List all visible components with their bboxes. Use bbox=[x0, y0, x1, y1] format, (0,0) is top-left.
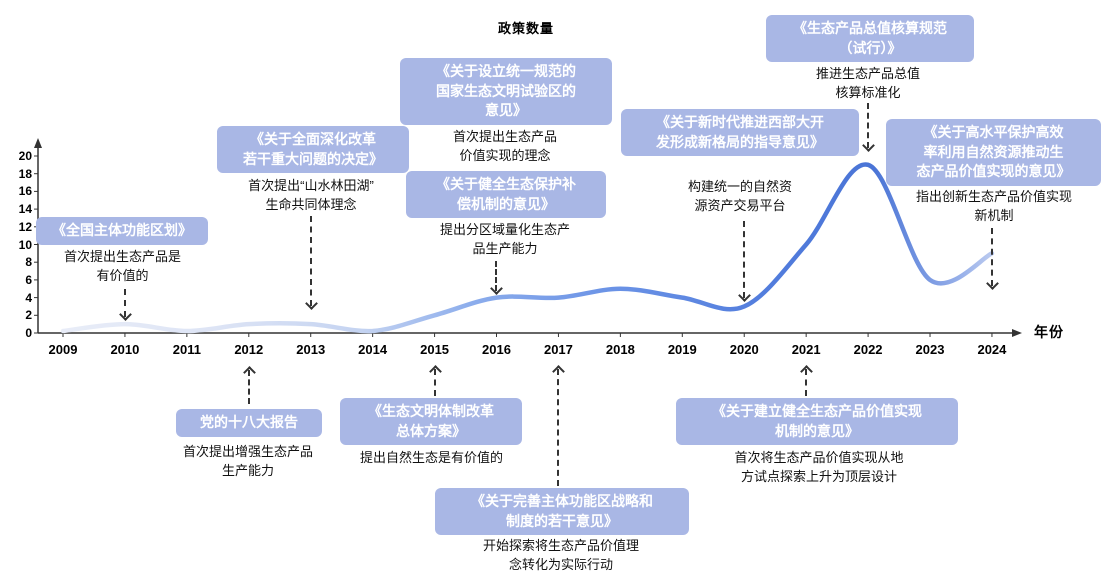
annotation-desc: 首次提出“山水林田湖” 生命共同体理念 bbox=[248, 178, 374, 212]
annotation-box: 党的十八大报告 bbox=[176, 409, 322, 437]
annotation-box: 《关于新时代推进西部大开 发形成新格局的指导意见》 bbox=[621, 109, 859, 157]
dashed-arrow-up-icon bbox=[805, 369, 807, 396]
x-tick-label: 2014 bbox=[358, 342, 388, 357]
annotation-box: 《生态产品总值核算规范 （试行）》 bbox=[766, 15, 974, 63]
x-tick-label: 2018 bbox=[605, 342, 635, 357]
annotation-desc: 首次提出生态产品是 有价值的 bbox=[63, 249, 181, 283]
x-tick-label: 2020 bbox=[729, 342, 759, 357]
dashed-arrow-up-icon bbox=[557, 369, 559, 486]
legend: 政策数量 bbox=[452, 18, 554, 37]
dashed-arrow-down-icon bbox=[867, 103, 869, 148]
y-axis-arrow-icon bbox=[34, 138, 42, 148]
y-tick-label: 12 bbox=[18, 219, 32, 234]
annotation-desc: 首次提出增强生态产品 生产能力 bbox=[182, 444, 313, 478]
y-tick-label: 2 bbox=[25, 308, 32, 323]
y-tick-label: 20 bbox=[18, 149, 32, 163]
dashed-arrow-down-icon bbox=[310, 216, 312, 306]
y-tick-label: 18 bbox=[18, 166, 32, 181]
annotation-desc: 指出创新生态产品价值实现 新机制 bbox=[915, 189, 1072, 223]
annotation-box: 《关于完善主体功能区战略和 制度的若干意见》 bbox=[435, 488, 689, 536]
y-tick-label: 6 bbox=[25, 272, 32, 287]
y-tick-label: 8 bbox=[25, 255, 32, 270]
annotation-box: 《关于设立统一规范的 国家生态文明试验区的 意见》 bbox=[400, 58, 612, 125]
annotation-desc: 提出自然生态是有价值的 bbox=[359, 450, 503, 465]
x-tick-label: 2022 bbox=[853, 342, 883, 357]
dashed-arrow-down-icon bbox=[124, 289, 126, 317]
legend-line-icon bbox=[453, 25, 489, 30]
x-tick-label: 2009 bbox=[48, 342, 78, 357]
dashed-arrow-up-icon bbox=[434, 369, 436, 396]
dashed-arrow-down-icon bbox=[495, 261, 497, 291]
x-tick-label: 2019 bbox=[667, 342, 697, 357]
x-tick-label: 2023 bbox=[915, 342, 945, 357]
x-tick-label: 2012 bbox=[234, 342, 264, 357]
policy-count-line bbox=[60, 162, 995, 334]
annotation-desc: 首次提出生态产品 价值实现的理念 bbox=[452, 129, 557, 163]
annotation-desc: 构建统一的自然资 源资产交易平台 bbox=[687, 179, 792, 213]
x-tick-label: 2024 bbox=[977, 342, 1007, 357]
x-tick-label: 2011 bbox=[172, 342, 201, 357]
annotation-box: 《生态文明体制改革 总体方案》 bbox=[340, 398, 522, 446]
annotation-box: 《关于全面深化改革 若干重大问题的决定》 bbox=[217, 126, 409, 174]
y-tick-label: 16 bbox=[18, 184, 32, 199]
annotation-box: 《全国主体功能区划》 bbox=[36, 217, 208, 245]
annotation-desc: 开始探索将生态产品价值理 念转化为实际行动 bbox=[482, 538, 639, 572]
legend-label: 政策数量 bbox=[498, 21, 555, 36]
x-axis-unit-label: 年份 bbox=[1034, 324, 1064, 340]
x-tick-label: 2010 bbox=[110, 342, 140, 357]
x-tick-label: 2015 bbox=[420, 342, 450, 357]
x-tick-label: 2013 bbox=[296, 342, 326, 357]
dashed-arrow-down-icon bbox=[743, 221, 745, 298]
x-axis-arrow-icon bbox=[1012, 329, 1022, 337]
x-tick-label: 2021 bbox=[791, 342, 821, 357]
annotation-desc: 首次将生态产品价值实现从地 方试点探索上升为顶层设计 bbox=[734, 450, 904, 484]
y-tick-label: 0 bbox=[25, 326, 32, 340]
y-tick-label: 10 bbox=[18, 237, 32, 252]
annotation-box: 《关于高水平保护高效 率利用自然资源推动生 态产品价值实现的意见》 bbox=[886, 119, 1101, 186]
dashed-arrow-down-icon bbox=[991, 228, 993, 286]
y-tick-label: 4 bbox=[25, 290, 32, 305]
x-tick-label: 2017 bbox=[543, 342, 573, 357]
annotation-desc: 推进生态产品总值 核算标准化 bbox=[815, 66, 920, 100]
dashed-arrow-up-icon bbox=[248, 370, 250, 404]
x-tick-label: 2016 bbox=[482, 342, 511, 357]
y-tick-label: 14 bbox=[18, 202, 32, 217]
annotation-box: 《关于健全生态保护补 偿机制的意见》 bbox=[406, 171, 606, 219]
annotation-box: 《关于建立健全生态产品价值实现 机制的意见》 bbox=[676, 398, 958, 446]
annotation-desc: 提出分区域量化生态产 品生产能力 bbox=[439, 222, 570, 256]
